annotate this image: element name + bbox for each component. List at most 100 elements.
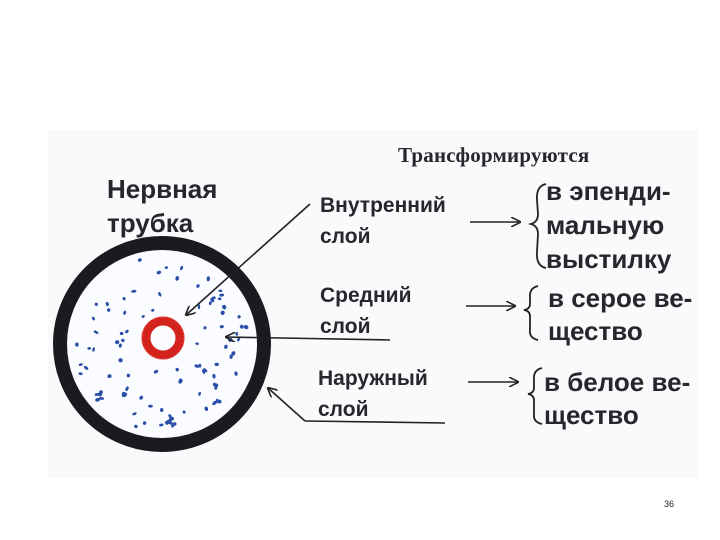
cell-dot <box>119 331 124 336</box>
cell-dot <box>159 423 164 427</box>
cell-dot <box>208 301 212 306</box>
cell-dot <box>121 338 125 343</box>
cell-dot <box>121 392 127 397</box>
outer-layer-line <box>304 420 446 424</box>
result-white-matter-line1: в белое ве- <box>544 367 691 397</box>
cell-dot <box>178 378 183 384</box>
cell-dot <box>91 316 95 321</box>
cell-dot <box>237 315 241 319</box>
cell-dot <box>107 374 112 379</box>
cell-dot <box>159 408 164 412</box>
cell-dot <box>134 424 138 429</box>
cell-dot <box>222 304 227 310</box>
cell-dot <box>115 340 120 345</box>
cell-dot <box>99 396 104 400</box>
cell-dot <box>212 400 217 406</box>
cell-dot <box>105 301 109 307</box>
cell-dot <box>168 416 175 421</box>
brace-2 <box>523 285 539 341</box>
middle-layer-arrow <box>226 337 391 340</box>
result-ependyma-line1: в эпенди- <box>546 176 671 206</box>
result-ependyma-line3: выстилку <box>546 244 672 274</box>
page-number: 36 <box>664 499 675 509</box>
cell-dot <box>206 276 211 282</box>
cell-dot <box>93 330 99 334</box>
cell-dot <box>203 326 207 330</box>
cell-dot <box>217 297 222 301</box>
cell-dot <box>168 414 172 418</box>
cell-dot <box>239 324 244 329</box>
cell-dot <box>94 393 99 396</box>
result-white-matter-line2: щество <box>544 400 639 430</box>
cell-dot <box>195 342 199 345</box>
transform-arrows <box>466 222 520 382</box>
cell-dot <box>164 266 169 269</box>
cell-dot <box>123 310 127 315</box>
cell-dot <box>92 347 95 352</box>
cell-dot <box>214 383 219 388</box>
outer-layer-label-line2: слой <box>318 398 369 421</box>
inner-layer-arrow <box>186 203 311 315</box>
dot-field <box>75 258 249 429</box>
cell-dot <box>165 420 169 425</box>
cell-dot <box>218 289 223 293</box>
cell-dot <box>118 358 123 363</box>
cell-dot <box>148 404 153 408</box>
cell-dot <box>231 351 236 356</box>
inner-layer-label-line1: Внутренний <box>320 194 446 217</box>
cell-dot <box>118 343 122 348</box>
heading: Трансформируются <box>398 143 590 167</box>
neural-tube-cross-section <box>53 236 271 452</box>
cell-dot <box>243 325 249 330</box>
cell-dot <box>224 344 228 349</box>
cell-dot <box>236 337 241 342</box>
cell-dot <box>204 406 209 411</box>
cell-dot <box>172 422 177 426</box>
cell-dot <box>97 392 103 397</box>
cell-dot <box>95 397 101 402</box>
cell-dot <box>235 331 239 336</box>
neural-tube-label-line1: Нервная <box>107 174 218 204</box>
cell-dot <box>171 424 174 428</box>
cell-dot <box>234 371 238 376</box>
cell-dot <box>214 386 218 390</box>
cell-dot <box>214 362 219 367</box>
brace-3 <box>527 367 543 425</box>
cell-dot <box>156 270 162 275</box>
outer-layer-label-line1: Наружный <box>318 367 428 390</box>
cell-dot <box>137 258 142 262</box>
cell-dot <box>83 365 89 370</box>
braces <box>523 183 547 425</box>
neural-tube-label-line2: трубка <box>107 208 194 238</box>
cell-dot <box>194 364 199 368</box>
cell-dot <box>151 308 155 312</box>
cell-dot <box>158 292 162 297</box>
cell-dot <box>198 363 202 368</box>
cell-dot <box>198 391 201 396</box>
cell-dot <box>180 265 184 271</box>
cell-dot <box>229 354 233 359</box>
cell-dot <box>212 373 216 379</box>
cell-dot <box>168 421 174 425</box>
central-canal <box>141 316 185 360</box>
cell-dot <box>220 310 225 315</box>
outer-ring <box>53 236 271 452</box>
result-gray-matter-line1: в серое ве- <box>548 283 693 313</box>
cell-dot <box>139 395 144 400</box>
cell-dot <box>219 325 224 329</box>
cell-dot <box>203 368 208 373</box>
cell-dot <box>175 367 179 372</box>
cell-dot <box>219 293 225 297</box>
outer-layer-arrow <box>268 388 306 422</box>
cell-dot <box>78 363 83 366</box>
cell-dot <box>196 284 200 288</box>
cell-dot <box>141 315 145 318</box>
pointer-arrows <box>186 203 446 424</box>
cell-dot <box>126 373 131 378</box>
brace-1 <box>527 183 547 269</box>
cell-dot <box>202 369 205 375</box>
cell-dot <box>131 289 137 293</box>
cell-dot <box>106 308 111 312</box>
cell-dot <box>197 304 201 310</box>
